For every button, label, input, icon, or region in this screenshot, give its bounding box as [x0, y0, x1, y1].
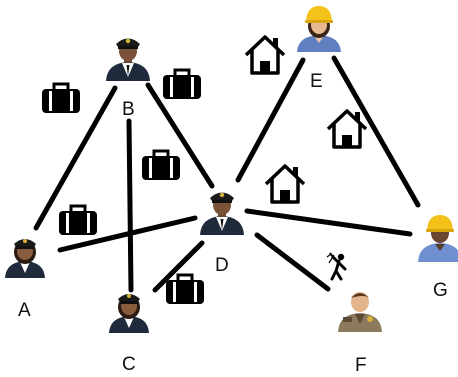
police-officer-icon	[338, 292, 382, 332]
edge-D-G	[244, 208, 413, 237]
node-label-D: D	[215, 255, 229, 276]
node-label-C: C	[122, 354, 136, 375]
male-worker-icon	[418, 215, 458, 262]
female-pilot-icon	[109, 294, 149, 333]
edges	[33, 55, 421, 293]
edge-B-C	[126, 118, 134, 293]
male-pilot-icon	[200, 192, 244, 235]
edge-B-A	[33, 85, 118, 231]
briefcase-icon	[57, 204, 99, 237]
briefcase-icon	[161, 68, 203, 101]
briefcase-icon	[140, 149, 182, 182]
briefcase-icon	[40, 82, 82, 115]
edge-E-G	[331, 55, 421, 208]
edge-A-D	[57, 215, 198, 253]
female-worker-icon	[297, 6, 341, 52]
house-icon	[244, 35, 286, 75]
female-pilot-icon	[5, 239, 45, 278]
house-icon	[264, 164, 306, 204]
edge-D-F	[254, 232, 331, 292]
node-label-G: G	[433, 280, 448, 301]
briefcase-icon	[164, 273, 206, 306]
edge-C-D	[152, 240, 205, 293]
node-label-B: B	[122, 99, 135, 120]
house-icon	[326, 109, 368, 149]
police-baton-icon	[325, 251, 347, 281]
male-pilot-icon	[106, 38, 150, 81]
node-label-E: E	[310, 71, 323, 92]
edge-D-E	[235, 57, 306, 183]
edge-B-D	[145, 82, 215, 189]
node-label-F: F	[355, 355, 367, 376]
node-label-A: A	[18, 300, 31, 321]
